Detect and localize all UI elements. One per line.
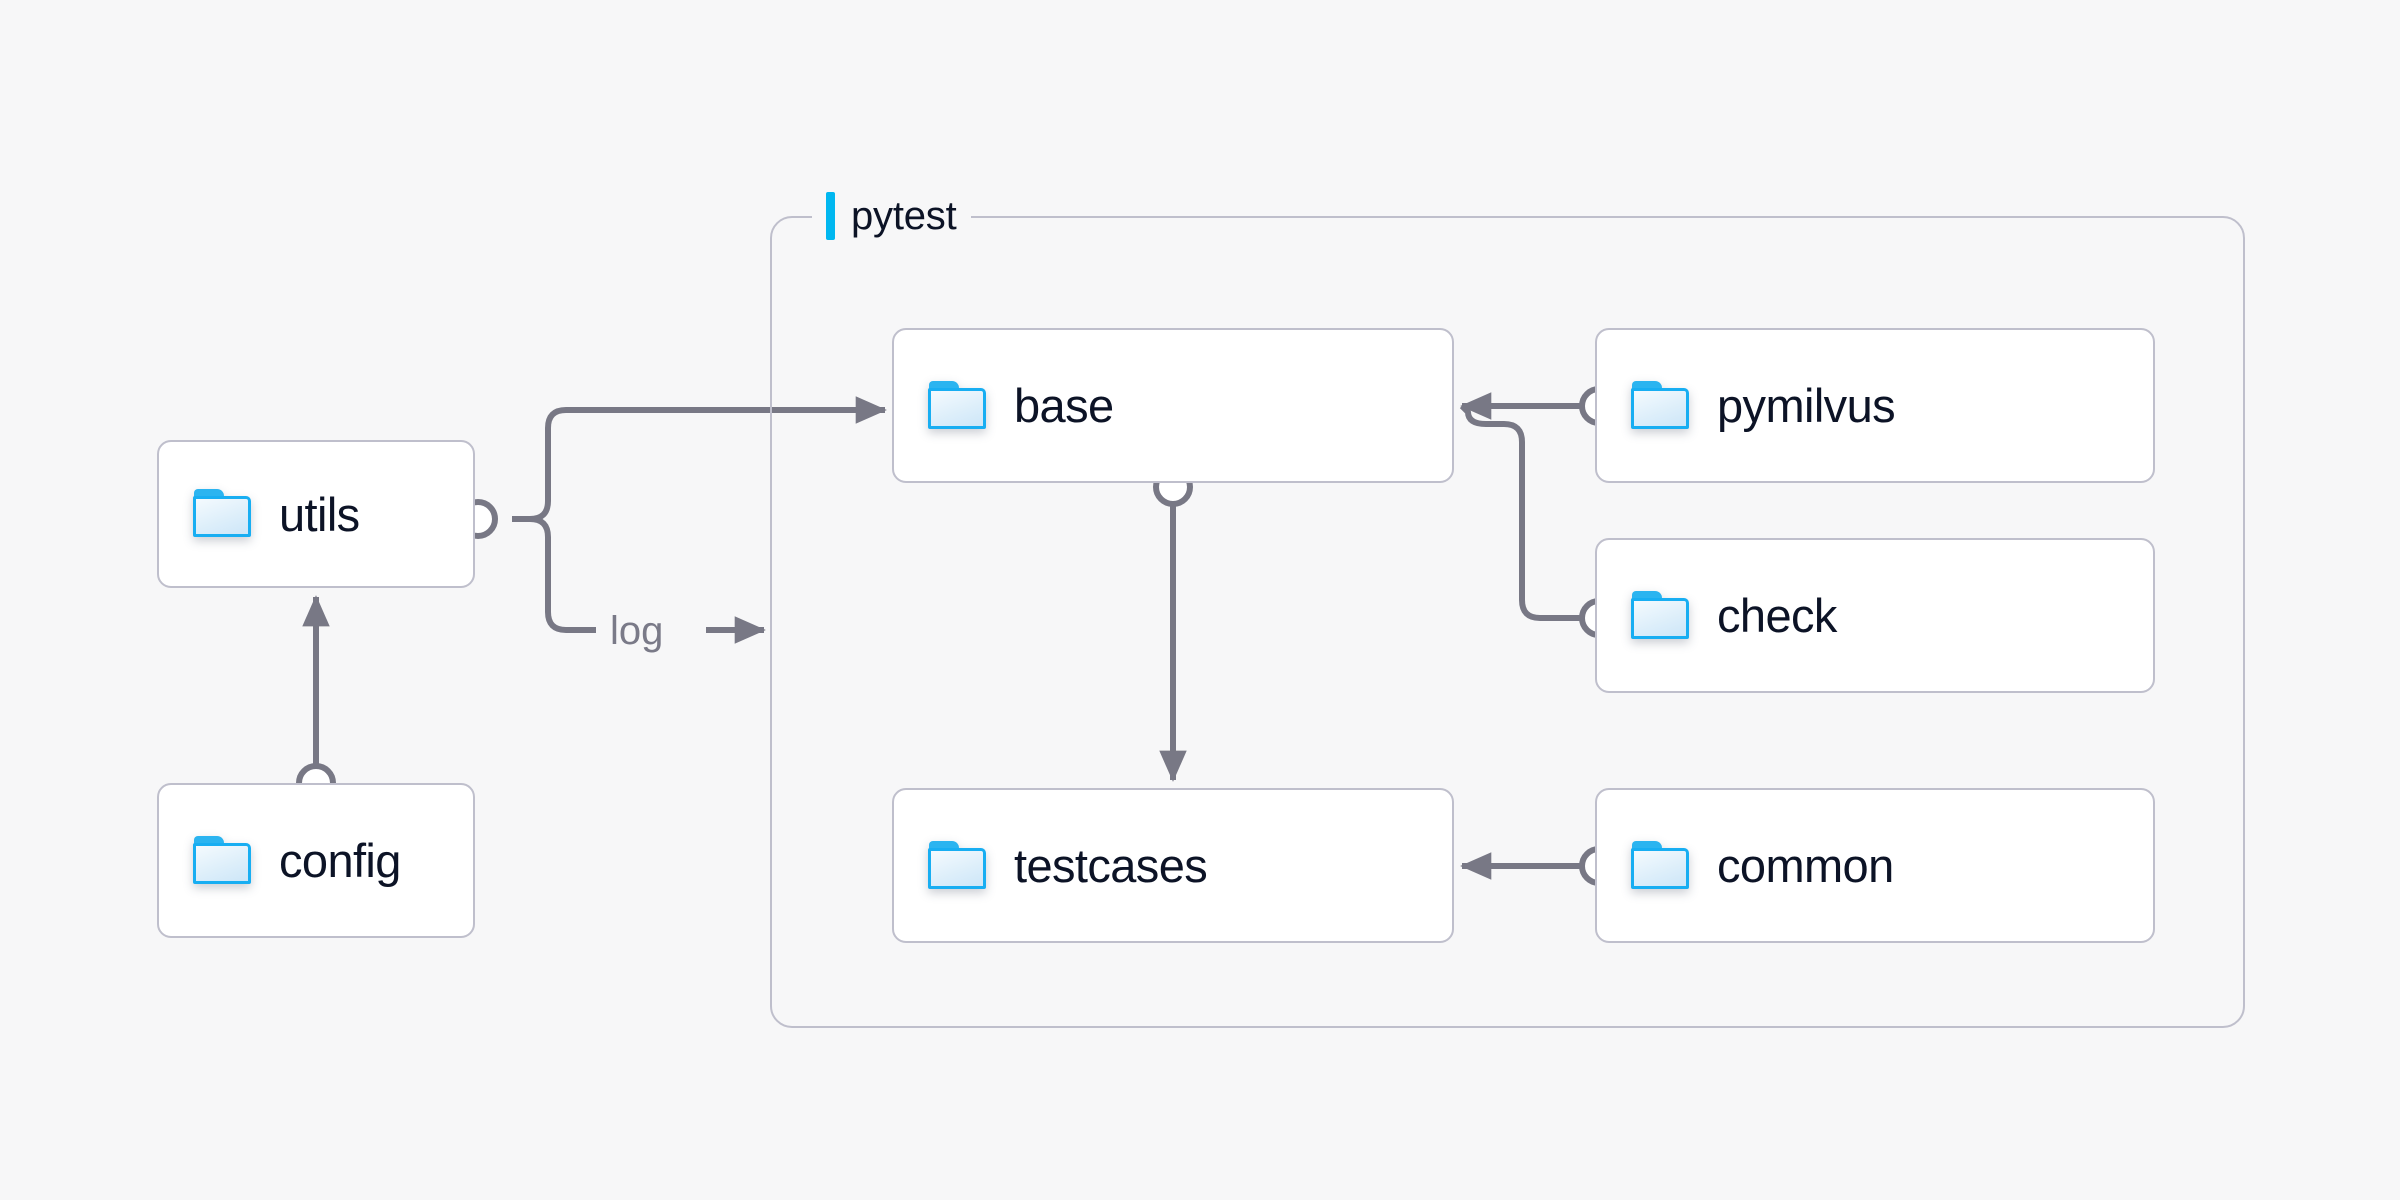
node-testcases-label: testcases: [1014, 839, 1208, 892]
node-check[interactable]: check: [1595, 538, 2155, 693]
folder-icon: [1631, 380, 1691, 431]
edge-check-to-base: [1459, 403, 1588, 621]
folder-icon: [193, 489, 253, 539]
node-config-label: config: [279, 834, 401, 887]
node-utils[interactable]: utils: [157, 440, 475, 588]
edge-label-log-text: log: [610, 609, 664, 653]
node-check-label: check: [1717, 589, 1837, 642]
folder-icon: [1631, 590, 1691, 641]
group-pytest[interactable]: [770, 216, 2245, 1028]
folder-icon: [193, 835, 253, 886]
node-common[interactable]: common: [1595, 788, 2155, 943]
node-common-label: common: [1717, 839, 1894, 892]
node-testcases[interactable]: testcases: [892, 788, 1454, 943]
node-config[interactable]: config: [157, 783, 475, 938]
node-base-label: base: [1014, 379, 1114, 432]
node-pymilvus[interactable]: pymilvus: [1595, 328, 2155, 483]
edge-utils-to-pytest-log-part1: [512, 516, 596, 633]
node-pymilvus-label: pymilvus: [1717, 379, 1896, 432]
group-pytest-label-text: pytest: [851, 193, 957, 238]
group-pytest-label: pytest: [812, 188, 971, 244]
node-utils-label: utils: [279, 487, 360, 541]
folder-icon: [1631, 840, 1691, 891]
accent-bar-icon: [826, 192, 835, 240]
node-base[interactable]: base: [892, 328, 1454, 483]
folder-icon: [928, 380, 988, 431]
edge-label-log: log: [596, 607, 678, 655]
folder-icon: [928, 840, 988, 891]
